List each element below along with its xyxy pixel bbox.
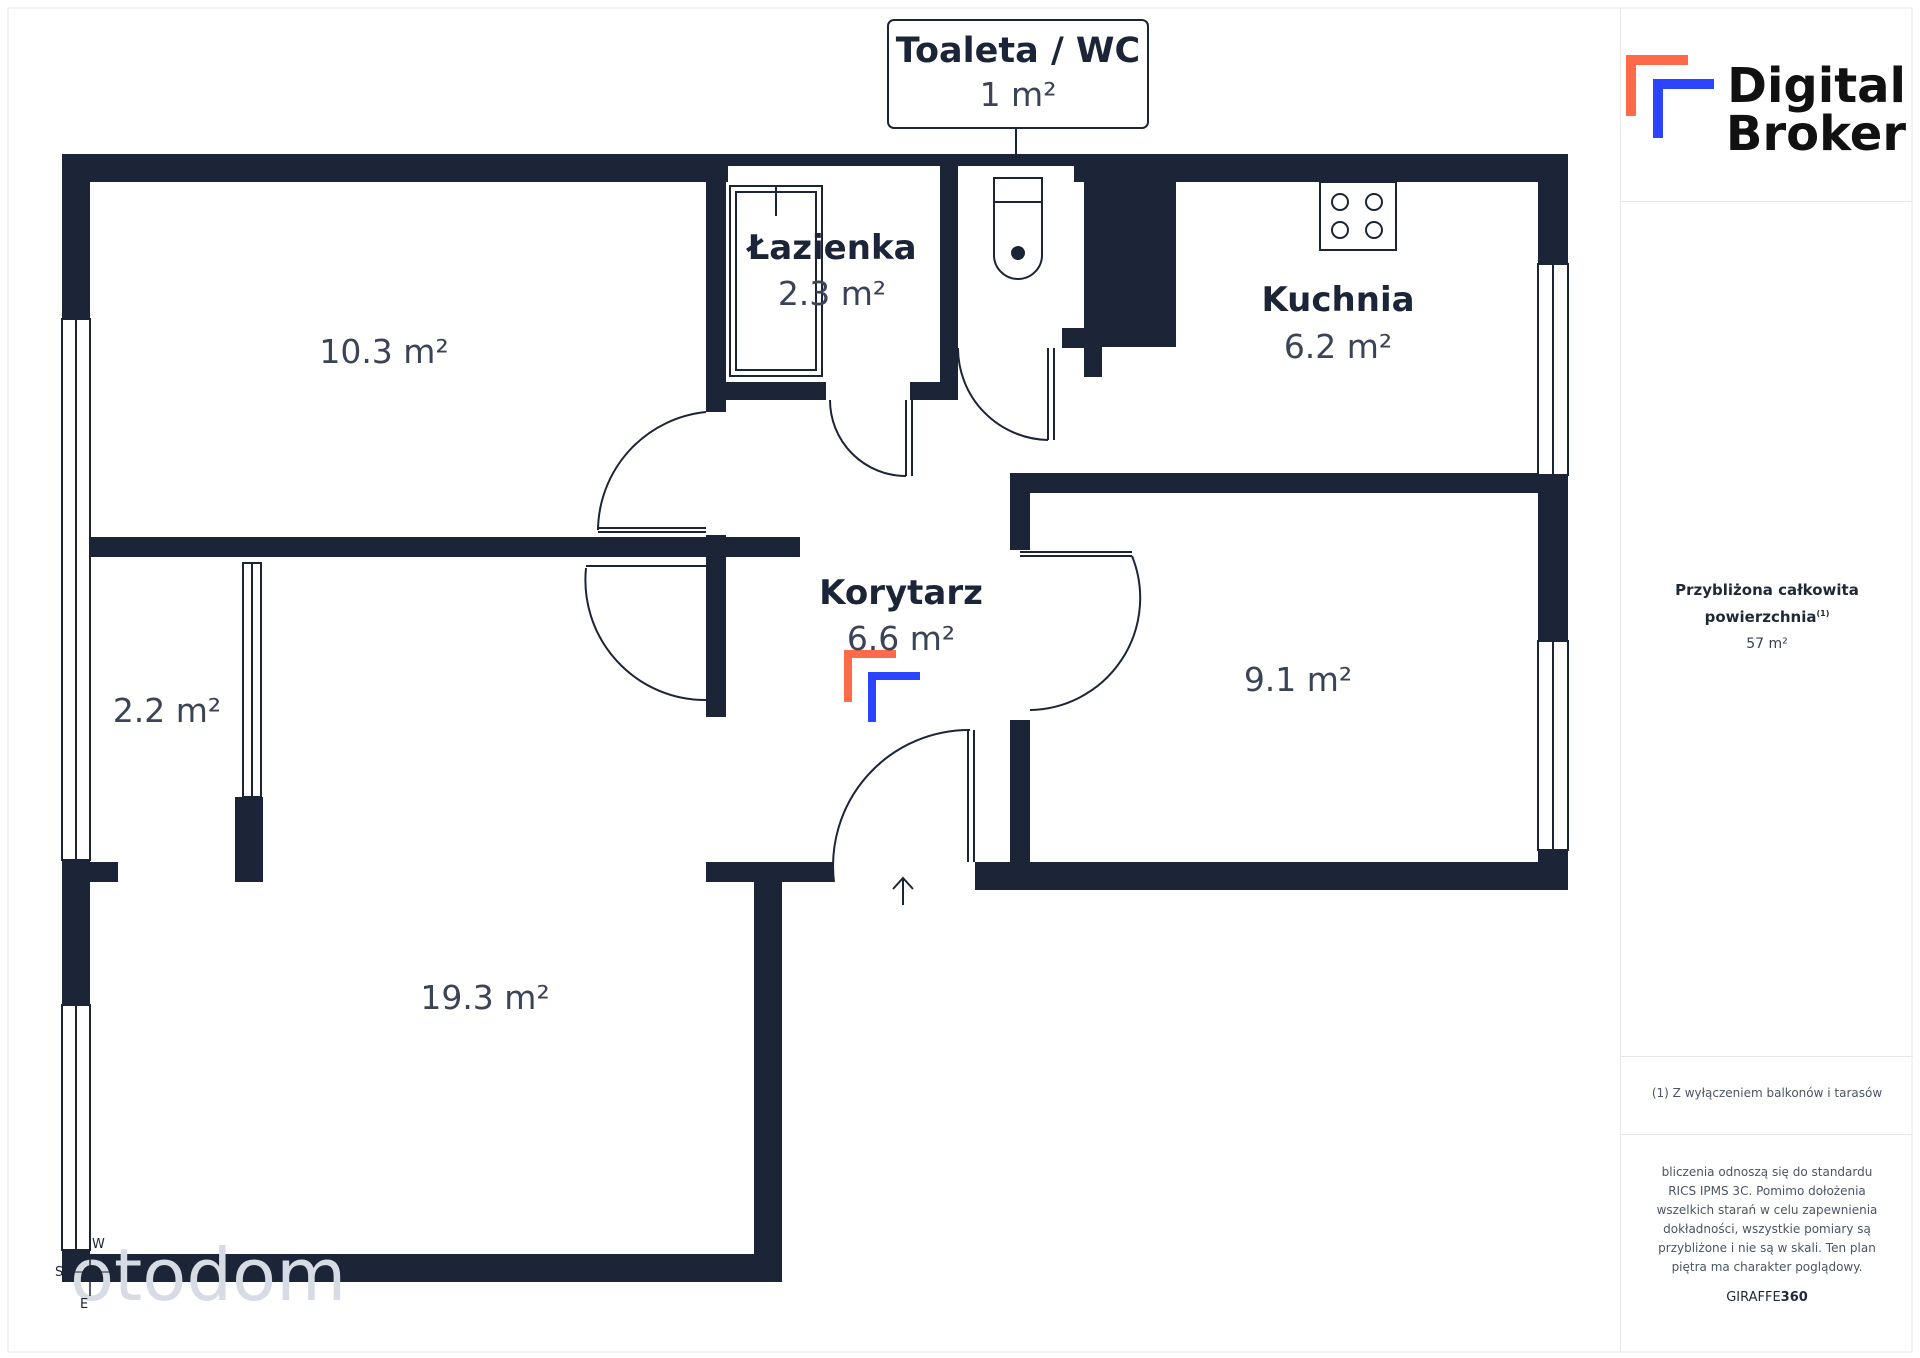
compass-e: E bbox=[80, 1297, 88, 1312]
divider bbox=[1621, 1056, 1913, 1057]
giraffe360-brand: GIRAFFE360 bbox=[1621, 1290, 1913, 1305]
compass-n: N bbox=[112, 1269, 122, 1284]
room-labels: 10.3 m² Łazienka 2.3 m² Kuchnia 6.2 m² K… bbox=[113, 228, 1415, 1017]
divider bbox=[1621, 201, 1913, 202]
compass-w: W bbox=[92, 1237, 105, 1252]
room-area-label: 2.2 m² bbox=[113, 691, 221, 730]
windows bbox=[61, 263, 1569, 1251]
divider bbox=[1621, 1134, 1913, 1135]
wc-callout-name: Toaleta / WC bbox=[896, 31, 1140, 71]
room-area-label: 2.3 m² bbox=[778, 274, 886, 313]
total-area-label: Przybliżona całkowita powierzchnia(1) bbox=[1621, 578, 1913, 629]
logo-line-1: Digital bbox=[1727, 58, 1906, 114]
room-name-label: Łazienka bbox=[745, 228, 916, 268]
brand-a: GIRAFFE bbox=[1726, 1290, 1781, 1305]
room-area-label: 6.2 m² bbox=[1284, 327, 1392, 366]
watermark: otodom bbox=[70, 1233, 346, 1317]
door-swings bbox=[584, 128, 1142, 905]
footnote: (1) Z wyłączeniem balkonów i tarasów bbox=[1651, 1086, 1883, 1100]
walls bbox=[62, 154, 1568, 1282]
logo-line-2: Broker bbox=[1726, 106, 1906, 162]
total-area-value: 57 m² bbox=[1746, 636, 1788, 652]
room-name-label: Kuchnia bbox=[1261, 280, 1414, 320]
brand-b: 360 bbox=[1780, 1290, 1808, 1305]
room-name-label: Korytarz bbox=[819, 573, 983, 613]
digital-broker-logo: Digital Broker bbox=[1626, 55, 1906, 162]
compass-s: S bbox=[55, 1265, 63, 1280]
room-area-label: 6.6 m² bbox=[847, 619, 955, 658]
compass-icon: W S N E bbox=[55, 1237, 122, 1312]
room-area-label: 9.1 m² bbox=[1244, 660, 1352, 699]
toilet-icon bbox=[993, 177, 1043, 280]
room-area-label: 19.3 m² bbox=[420, 978, 549, 1017]
stove-icon bbox=[1319, 181, 1397, 251]
disclaimer: bliczenia odnoszą się do standardu RICS … bbox=[1656, 1165, 1878, 1274]
wc-callout: Toaleta / WC 1 m² bbox=[887, 19, 1149, 129]
summary-panel: Przybliżona całkowita powierzchnia(1) 57… bbox=[1620, 8, 1913, 1352]
total-area-label-text: Przybliżona całkowita powierzchnia bbox=[1675, 581, 1859, 626]
watermark-logo-icon bbox=[844, 650, 920, 722]
fixtures bbox=[729, 177, 1397, 377]
room-area-label: 10.3 m² bbox=[319, 332, 448, 371]
wc-callout-area: 1 m² bbox=[980, 75, 1057, 114]
footnote-mark: (1) bbox=[1816, 609, 1830, 618]
